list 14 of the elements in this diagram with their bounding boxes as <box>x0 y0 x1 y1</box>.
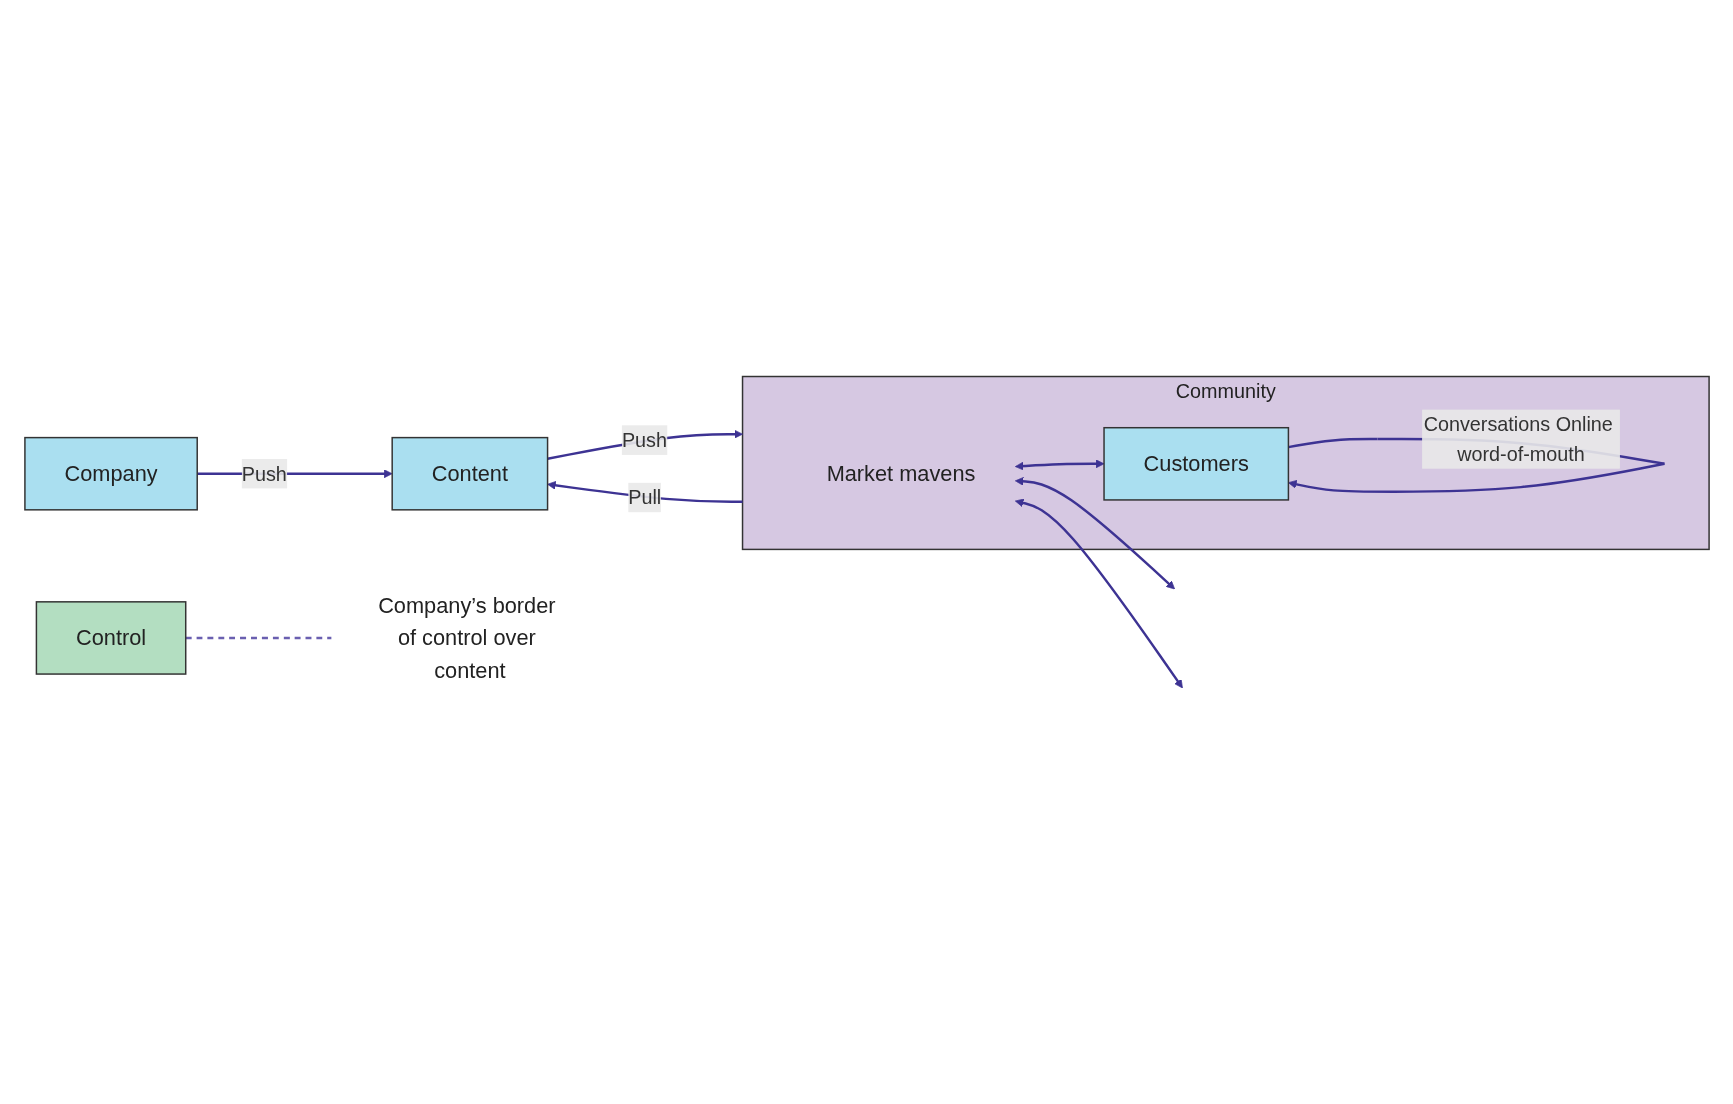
edge-label: Push <box>621 429 667 451</box>
arrow <box>1014 498 1183 689</box>
edge-label: Push <box>241 462 287 485</box>
edge-label: Pull <box>627 486 661 509</box>
node-box: Company <box>23 436 198 511</box>
node-box: Control <box>35 601 186 675</box>
edge-label: Conversations Online word-of-mouth <box>1423 413 1613 465</box>
node-text: Company’s border of control over content <box>377 592 556 683</box>
connector <box>185 636 331 640</box>
arrow <box>1014 459 1104 471</box>
node-box: Customers <box>1102 426 1289 501</box>
arrow <box>1014 477 1175 590</box>
node-box: Content <box>390 436 548 511</box>
node-text: Market mavens <box>826 461 975 487</box>
